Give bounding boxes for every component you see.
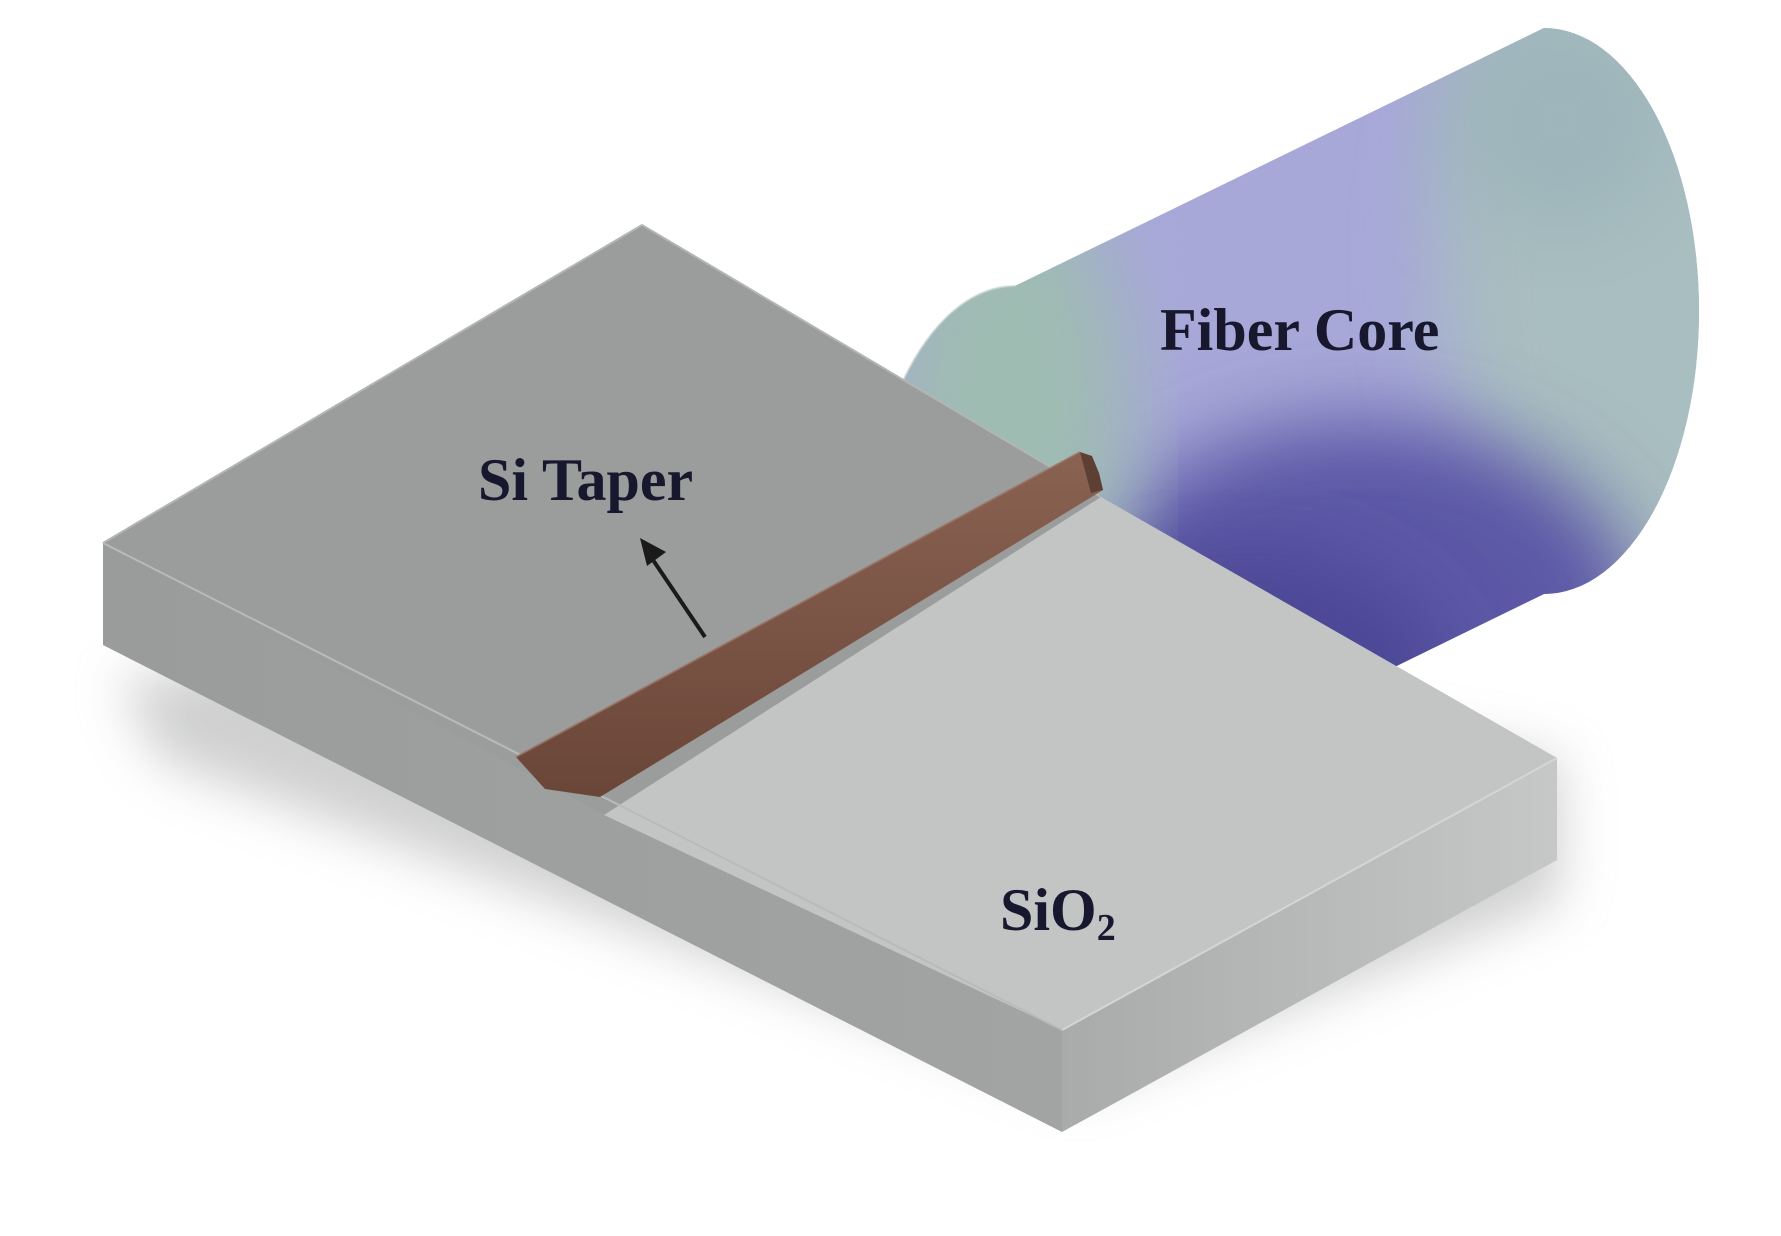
substrate-top-back: [103, 225, 1101, 815]
sio2-label-base: SiO: [1000, 877, 1097, 943]
sio2-substrate: [102, 223, 1558, 1132]
substrate-left-face: [103, 543, 1062, 1132]
si-taper: [515, 451, 1103, 797]
substrate-top-front: [604, 497, 1557, 1030]
si-taper-label: Si Taper: [478, 447, 693, 513]
sio2-label-subscript: 2: [1097, 907, 1116, 949]
sio2-label: SiO2: [1000, 877, 1116, 949]
taper-pointer-arrow: [640, 538, 707, 639]
fiber-core-label: Fiber Core: [1160, 297, 1439, 363]
substrate-front-face: [1062, 758, 1557, 1132]
